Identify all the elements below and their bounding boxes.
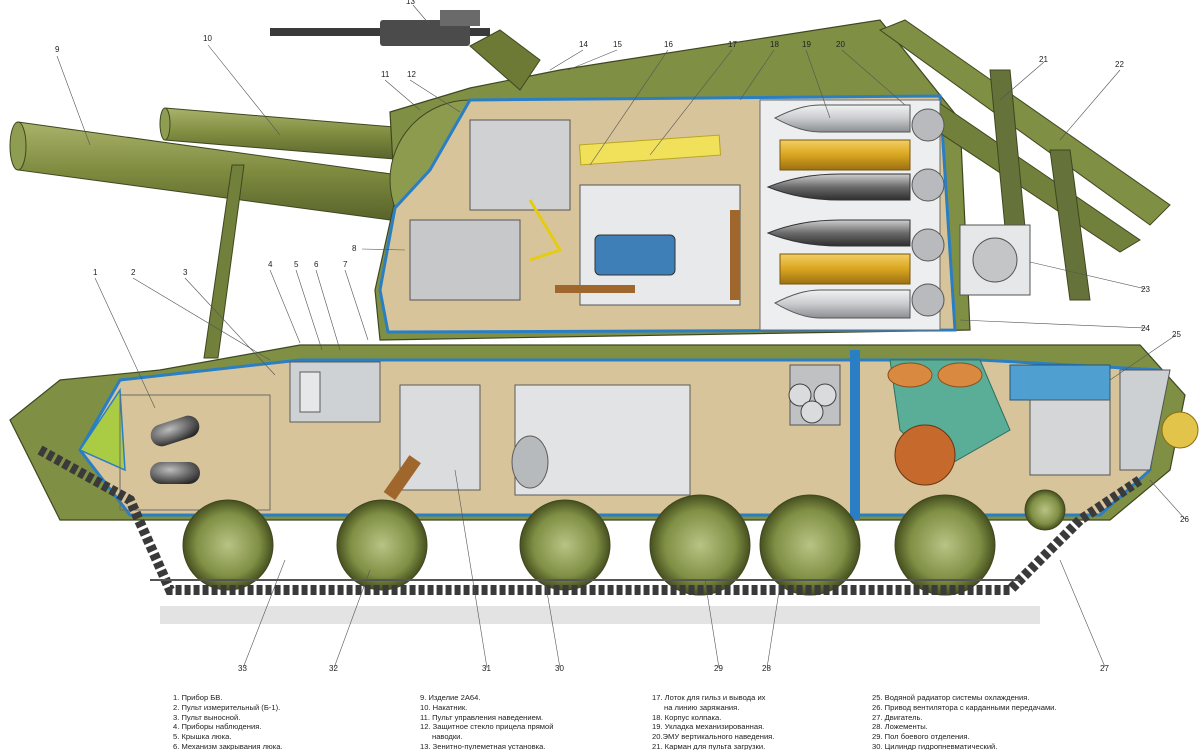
legend-item: 29. Пол боевого отделения. — [872, 732, 970, 742]
track — [37, 445, 1143, 595]
legend-item: 2. Пульт измерительный (Б-1). — [173, 702, 281, 712]
legend-item: 19. Укладка механизированная. — [652, 722, 765, 732]
callout-8: 8 — [352, 244, 357, 253]
callout-25: 25 — [1172, 330, 1181, 339]
legend-item: наводки. — [432, 732, 463, 742]
ground-line — [160, 606, 1040, 624]
callout-13: 13 — [406, 0, 415, 6]
legend-item: 13. Зенитно-пулеметная установка. — [420, 741, 546, 750]
callout-3: 3 — [183, 268, 188, 277]
legend-item: 28. Ложементы. — [872, 722, 928, 732]
legend-item: 6. Механизм закрывания люка. — [173, 741, 283, 750]
callout-33: 33 — [238, 664, 247, 673]
shell-rack — [759, 99, 945, 331]
legend-column-2: 9. Изделие 2А64. 10. Накатник. 11. Пульт… — [420, 693, 554, 750]
legend-item: 9. Изделие 2А64. — [420, 693, 481, 702]
callout-14: 14 — [579, 40, 588, 49]
callout-26: 26 — [1180, 515, 1189, 524]
callout-28: 28 — [762, 664, 771, 673]
callout-17: 17 — [728, 40, 737, 49]
legend-item: 20.ЭМУ вертикального наведения. — [652, 732, 775, 742]
legend-column-4: 25. Водяной радиатор системы охлаждения.… — [872, 693, 1057, 750]
callout-18: 18 — [770, 40, 779, 49]
callout-6: 6 — [314, 260, 319, 269]
callout-15: 15 — [613, 40, 622, 49]
legend-item: 1. Прибор БВ. — [173, 693, 223, 702]
legend-item: 17. Лоток для гильз и вывода их — [652, 693, 766, 702]
control-panels — [289, 361, 691, 501]
callout-2: 2 — [131, 268, 136, 277]
drive-sprocket — [1161, 411, 1199, 449]
legend-item: 26. Привод вентилятора с карданными пере… — [872, 702, 1057, 712]
gas-cylinders — [119, 394, 271, 511]
engine-compartment — [788, 224, 1171, 486]
callout-23: 23 — [1141, 285, 1150, 294]
callout-29: 29 — [714, 664, 723, 673]
callout-19: 19 — [802, 40, 811, 49]
callout-30: 30 — [555, 664, 564, 673]
legend-item: 25. Водяной радиатор системы охлаждения. — [872, 693, 1030, 702]
legend-item: 11. Пульт управления наведением. — [420, 712, 544, 722]
turret-interior — [409, 119, 741, 306]
callout-10: 10 — [203, 34, 212, 43]
callout-21: 21 — [1039, 55, 1048, 64]
legend: 1. Прибор БВ. 2. Пульт измерительный (Б-… — [0, 693, 1200, 750]
callout-12: 12 — [407, 70, 416, 79]
ammunition-loader-arm — [878, 19, 1171, 301]
legend-item: 12. Защитное стекло прицела прямой — [420, 722, 554, 732]
callout-7: 7 — [343, 260, 348, 269]
callout-22: 22 — [1115, 60, 1124, 69]
anti-aircraft-machine-gun — [270, 10, 541, 91]
callout-1: 1 — [93, 268, 98, 277]
callout-24: 24 — [1141, 324, 1150, 333]
callout-31: 31 — [482, 664, 491, 673]
callout-4: 4 — [268, 260, 273, 269]
legend-item: 10. Накатник. — [420, 702, 468, 712]
callout-27: 27 — [1100, 664, 1109, 673]
legend-item: 21. Карман для пульта загрузки. — [652, 741, 766, 750]
gun-barrels — [9, 107, 431, 359]
road-wheels — [182, 489, 1066, 596]
legend-item: 27. Двигатель. — [872, 712, 923, 722]
legend-item: 5. Крышка люка. — [173, 732, 232, 742]
callout-32: 32 — [329, 664, 338, 673]
legend-column-1: 1. Прибор БВ. 2. Пульт измерительный (Б-… — [173, 693, 283, 750]
legend-item: 18. Корпус колпака. — [652, 712, 722, 722]
callout-9: 9 — [55, 45, 60, 54]
legend-item: 30. Цилиндр гидропневматический. — [872, 741, 998, 750]
callout-11: 11 — [381, 70, 390, 79]
callout-labels: 1 2 3 4 5 6 7 8 9 10 11 12 13 14 15 16 1… — [55, 0, 1189, 673]
callout-5: 5 — [294, 260, 299, 269]
callout-16: 16 — [664, 40, 673, 49]
legend-item: 4. Приборы наблюдения. — [173, 722, 262, 732]
legend-column-3: 17. Лоток для гильз и вывода их на линию… — [652, 693, 774, 750]
legend-item: на линию заряжания. — [664, 702, 740, 712]
legend-item: 3. Пульт выносной. — [173, 712, 241, 722]
callout-20: 20 — [836, 40, 845, 49]
leader-lines — [56, 4, 1186, 669]
